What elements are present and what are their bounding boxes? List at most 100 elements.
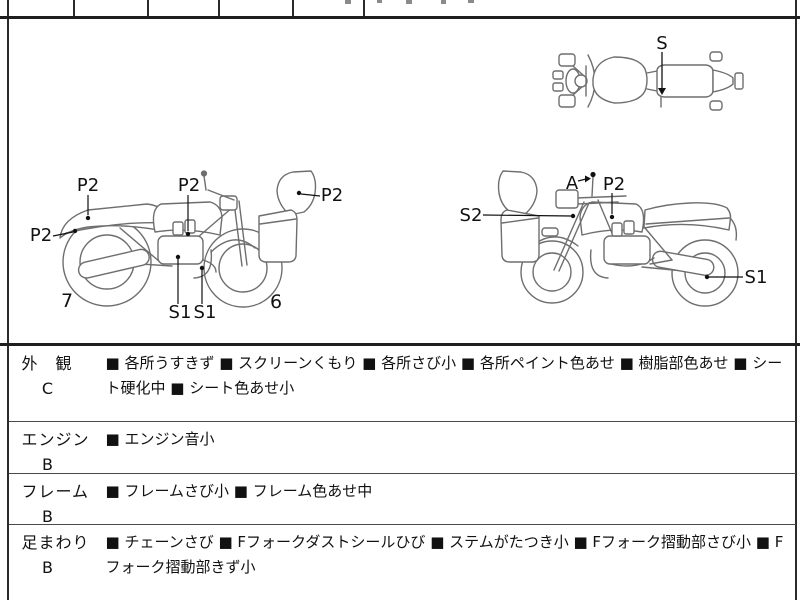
front-fairing [276, 170, 317, 216]
rear-wheel [671, 239, 739, 307]
mirror-ball [590, 171, 596, 178]
section-label: 外 観 [21, 354, 73, 373]
motorcycle-right-side-diagram: S2 A P2 S1 [460, 170, 768, 307]
exhaust-pipe [202, 259, 217, 273]
tail-tip [734, 72, 744, 90]
rear-flap [709, 100, 723, 111]
engine-guard [589, 249, 609, 279]
headlight [555, 189, 579, 209]
svg-text:S1: S1 [745, 267, 768, 288]
defect-items: ■ エンジン音小 [105, 430, 215, 448]
engine-guard [193, 249, 213, 279]
svg-text:S1: S1 [194, 302, 217, 323]
side-cover [541, 227, 559, 237]
pannier-box [258, 209, 298, 263]
front-fork [558, 202, 590, 272]
front-bracket [552, 82, 564, 92]
front-cowl [497, 170, 538, 216]
condition-marker-tank: P2 [178, 175, 200, 237]
muffler [651, 250, 715, 276]
sheet-right-border [795, 0, 797, 600]
table-cell-border [218, 0, 220, 17]
carburetor [611, 222, 623, 237]
cropped-text-fragment [468, 0, 474, 3]
table-cell-border [363, 0, 365, 17]
motorcycle-top-view-diagram: S [552, 33, 744, 111]
condition-marker-rear-wheel: S1 [704, 267, 768, 288]
inspection-row-undercarriage: 足まわり B ■ チェーンさび ■ Fフォークダストシールひび ■ ステムがたつ… [8, 524, 796, 600]
svg-text:P2: P2 [321, 185, 343, 206]
front-fork [238, 200, 248, 266]
condition-marker-seat: S [656, 33, 668, 95]
carburetor [623, 220, 635, 235]
table-cell-border [292, 0, 294, 17]
section-divider-rule [0, 343, 800, 346]
table-cell-border [147, 0, 149, 17]
motorcycle-left-side-diagram: P2 P2 P2 P2 S1 S1 7 6 [30, 170, 343, 323]
front-fork [233, 201, 243, 267]
condition-marker-mirror: A [566, 171, 596, 194]
front-fender [210, 239, 256, 253]
mirror-icon [203, 175, 207, 191]
frame-tube [119, 227, 161, 263]
muffler [77, 248, 150, 279]
defect-items: ■ フレームさび小 ■ フレーム色あせ中 [105, 482, 373, 500]
engine [603, 235, 651, 265]
section-label: フレーム [21, 482, 90, 501]
fuel-tank [592, 56, 648, 104]
tail [712, 69, 734, 93]
table-cell-border [73, 0, 75, 17]
inspection-row-frame: フレーム B ■ フレームさび小 ■ フレーム色あせ中 [8, 473, 796, 526]
marker-dot [85, 215, 91, 221]
svg-text:P2: P2 [178, 175, 200, 196]
headlight [574, 74, 588, 88]
handlebar [575, 195, 627, 199]
defect-items: ■ 各所うすきず ■ スクリーンくもり ■ 各所さび小 ■ 各所ペイント色あせ … [105, 354, 783, 397]
engine [157, 235, 204, 265]
front-wheel [520, 240, 584, 304]
seat-line [645, 217, 730, 225]
mirror-icon [591, 176, 594, 197]
arrowhead-icon [585, 175, 591, 183]
svg-text:P2: P2 [603, 174, 625, 195]
defect-items: ■ チェーンさび ■ Fフォークダストシールひび ■ ステムがたつき小 ■ Fフ… [105, 533, 784, 576]
table-bottom-rule [0, 16, 800, 19]
marker-dot [175, 254, 181, 260]
panel-number-rear: 7 [61, 290, 73, 312]
grade-value: B [42, 455, 53, 474]
frame-tube [644, 227, 673, 261]
condition-marker-tail: P2 [77, 175, 99, 221]
marker-dot [296, 190, 302, 196]
cropped-text-fragment [377, 0, 382, 3]
inspection-row-exterior: 外 観 C ■ 各所うすきず ■ スクリーンくもり ■ 各所さび小 ■ 各所ペイ… [9, 346, 796, 421]
condition-marker-tank: P2 [603, 174, 625, 220]
cropped-text-fragment [406, 0, 412, 4]
cropped-text-fragment [345, 0, 351, 4]
svg-text:A: A [566, 173, 579, 194]
triple-clamp [577, 201, 619, 205]
marker-dot [199, 265, 205, 271]
carburetor [184, 219, 196, 234]
marker-dot [609, 214, 615, 220]
grade-value: B [42, 507, 53, 526]
tail-cowl [643, 202, 732, 231]
marker-dot [185, 231, 191, 237]
marker-dot [704, 274, 710, 280]
frame-tube [649, 259, 673, 265]
rear-flap [709, 51, 723, 62]
inspection-table: 外 観 C ■ 各所うすきず ■ スクリーンくもり ■ 各所さび小 ■ 各所ペイ… [8, 346, 796, 600]
inspection-row-engine: エンジン B ■ エンジン音小 [8, 421, 796, 474]
carburetor [172, 221, 184, 236]
marker-label: S [656, 33, 667, 54]
exhaust-pipe [610, 257, 655, 267]
condition-marker-rear-fender: P2 [30, 225, 78, 246]
pannier-box [500, 209, 540, 263]
grade-value: C [41, 379, 54, 398]
condition-marker-engine: S1 [169, 254, 192, 323]
arrowhead-icon [658, 88, 666, 95]
svg-text:S1: S1 [169, 302, 192, 323]
sheet-left-border [7, 0, 9, 600]
svg-text:S2: S2 [460, 205, 483, 226]
panel-number-front: 6 [270, 291, 282, 313]
marker-dot [72, 228, 78, 234]
